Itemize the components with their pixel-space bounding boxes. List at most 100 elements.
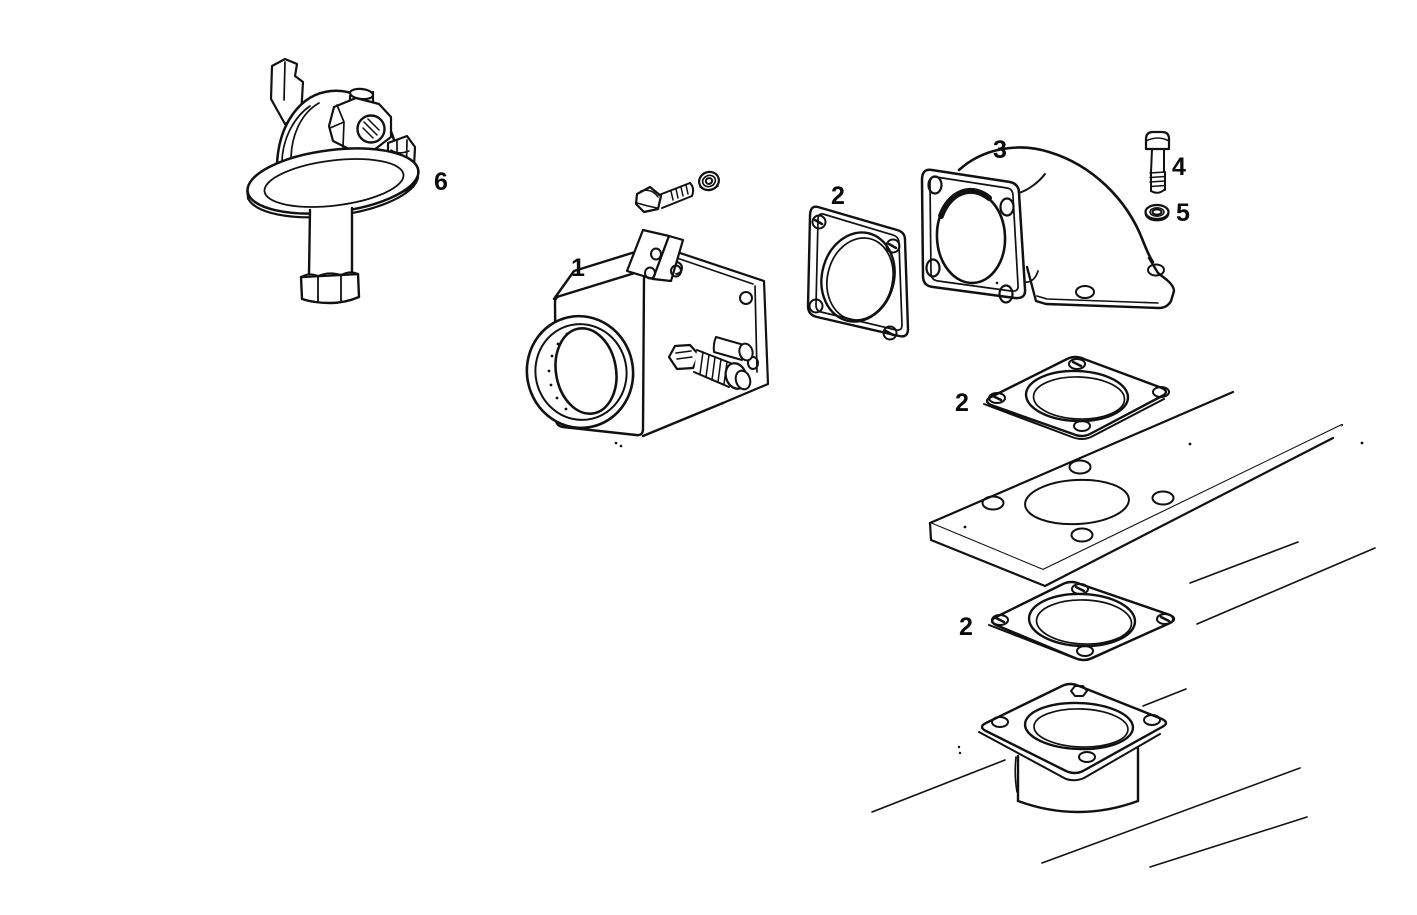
thermostat-flange-stroke [263, 158, 405, 208]
plate-port-hole [1024, 478, 1130, 526]
thermostat-hex-boss-stroke [327, 96, 393, 152]
housing-fittings [667, 336, 754, 391]
housing-fittings-stroke [712, 336, 745, 361]
callout-2-top: 2 [831, 182, 845, 210]
part-3-outlet-elbow-stroke [1024, 270, 1039, 283]
elbow-base-flange-stroke [1025, 256, 1176, 310]
part-2-gasket-bottom [988, 580, 1176, 662]
part-5-washer-stroke [1149, 207, 1165, 217]
gasket-bolt-hole [808, 298, 824, 314]
part-mounting-plate-stroke [1043, 425, 1342, 586]
engine-surface-phantom-lines-stroke [1041, 767, 1301, 864]
base-flange-hole [1075, 285, 1095, 299]
housing-body-stroke [643, 243, 723, 432]
scan-specks-stroke [619, 444, 623, 448]
scan-specks-stroke [995, 281, 999, 285]
engine-surface-phantom-lines-stroke [1189, 541, 1299, 584]
housing-top-bracket [625, 228, 685, 283]
callout-6: 6 [434, 168, 448, 196]
flange-hole [739, 291, 753, 305]
housing-fittings-stroke [738, 342, 754, 362]
part-4-bolt-stroke [1144, 130, 1171, 151]
engine-flanged-sleeve-stroke [1016, 799, 1140, 814]
flange-hole [747, 356, 759, 370]
port-dotted-arc-stroke [547, 369, 551, 373]
thermostat-flange-stroke [246, 169, 419, 200]
callout-2-middle: 2 [955, 389, 969, 417]
callout-1: 1 [571, 254, 585, 282]
elbow-base-flange [1025, 256, 1176, 310]
engine-flanged-sleeve-stroke [1016, 746, 1140, 803]
gasket-bolt-hole [1071, 583, 1089, 595]
scan-specks-stroke [957, 745, 961, 749]
plate-bolt-hole [1068, 459, 1092, 475]
thermostat-threaded-hole [356, 114, 386, 144]
housing-bolt-stroke [658, 182, 693, 209]
housing-fittings-stroke [734, 369, 752, 391]
scan-specks-stroke [614, 441, 618, 445]
thermostat-hex-nut [299, 271, 361, 305]
part-3-outlet-elbow [920, 146, 1176, 310]
elbow-bolt-hole [925, 258, 941, 278]
part-1-thermostat-housing [525, 170, 770, 438]
part-4-bolt-stroke [1149, 171, 1166, 188]
part-6-thermostat-stroke [283, 61, 286, 101]
housing-washer-stroke [699, 185, 719, 191]
engine-flanged-sleeve [978, 682, 1168, 814]
engine-surface-phantom-lines-stroke [1142, 688, 1187, 707]
gasket-bolt-hole [1156, 613, 1174, 625]
sleeve-bolt-hole [1143, 714, 1161, 726]
sleeve-bolt-hole [1078, 751, 1096, 763]
elbow-base-flange-stroke [1027, 258, 1174, 308]
engine-surface-phantom-lines [871, 541, 1376, 868]
port-dotted-arc-stroke [550, 354, 554, 358]
sleeve-bolt-hole [1070, 685, 1088, 697]
part-5-washer [1144, 203, 1170, 222]
part-5-washer-stroke [1144, 212, 1170, 222]
port-dotted-arc-stroke [564, 407, 568, 411]
scan-specks-stroke [963, 525, 967, 529]
plate-bolt-hole [1151, 490, 1175, 506]
part-6-thermostat-stroke [290, 102, 320, 158]
callout-2-bottom: 2 [959, 613, 973, 641]
thermostat-hex-boss-stroke [362, 118, 380, 139]
part-2-gasket-middle-stroke [1032, 376, 1126, 420]
part-2-gasket-top [806, 205, 910, 341]
part-5-washer-stroke [1144, 203, 1170, 221]
callout-5: 5 [1176, 199, 1190, 227]
thermostat-side-bracket-stroke [390, 149, 410, 154]
engine-flanged-sleeve-stroke [1033, 708, 1129, 748]
gasket-bolt-hole [811, 214, 827, 230]
gasket-bolt-hole [1068, 358, 1086, 370]
callout-3: 3 [993, 136, 1007, 164]
thermostat-stem-stroke [307, 206, 354, 276]
port-dotted-arc-stroke [556, 342, 560, 346]
scan-specks-stroke [958, 751, 962, 755]
thermostat-hex-boss [327, 96, 393, 152]
housing-bolt-stroke [689, 182, 695, 197]
part-2-gasket-bottom-stroke [994, 585, 1171, 624]
gasket-bolt-hole [988, 392, 1006, 404]
housing-washer [698, 170, 720, 192]
part-mounting-plate-stroke [928, 521, 1047, 588]
elbow-square-flange-stroke [938, 187, 992, 219]
part-2-gasket-top-stroke [813, 218, 898, 337]
part-3-outlet-elbow-stroke [1018, 173, 1046, 194]
port-dotted-arc [547, 332, 569, 411]
engine-surface-phantom-lines-stroke [871, 759, 1006, 813]
engine-flanged-sleeve-stroke [980, 682, 1168, 775]
housing-bolt-stroke [636, 189, 659, 209]
part-2-gasket-top-stroke [826, 237, 894, 321]
part-mounting-plate-stroke [930, 523, 1045, 586]
callout-4: 4 [1172, 153, 1186, 181]
elbow-square-flange [920, 168, 1027, 304]
gasket-bolt-hole [1076, 645, 1094, 657]
part-mounting-plate-stroke [928, 390, 1235, 525]
gasket-bolt-hole [1152, 386, 1170, 398]
housing-fittings-stroke [675, 350, 693, 360]
housing-port-stroke [534, 323, 628, 421]
elbow-dome-outline [957, 146, 1155, 264]
gasket-port-hole [1024, 369, 1130, 423]
part-2-gasket-middle-stroke [983, 398, 1165, 440]
